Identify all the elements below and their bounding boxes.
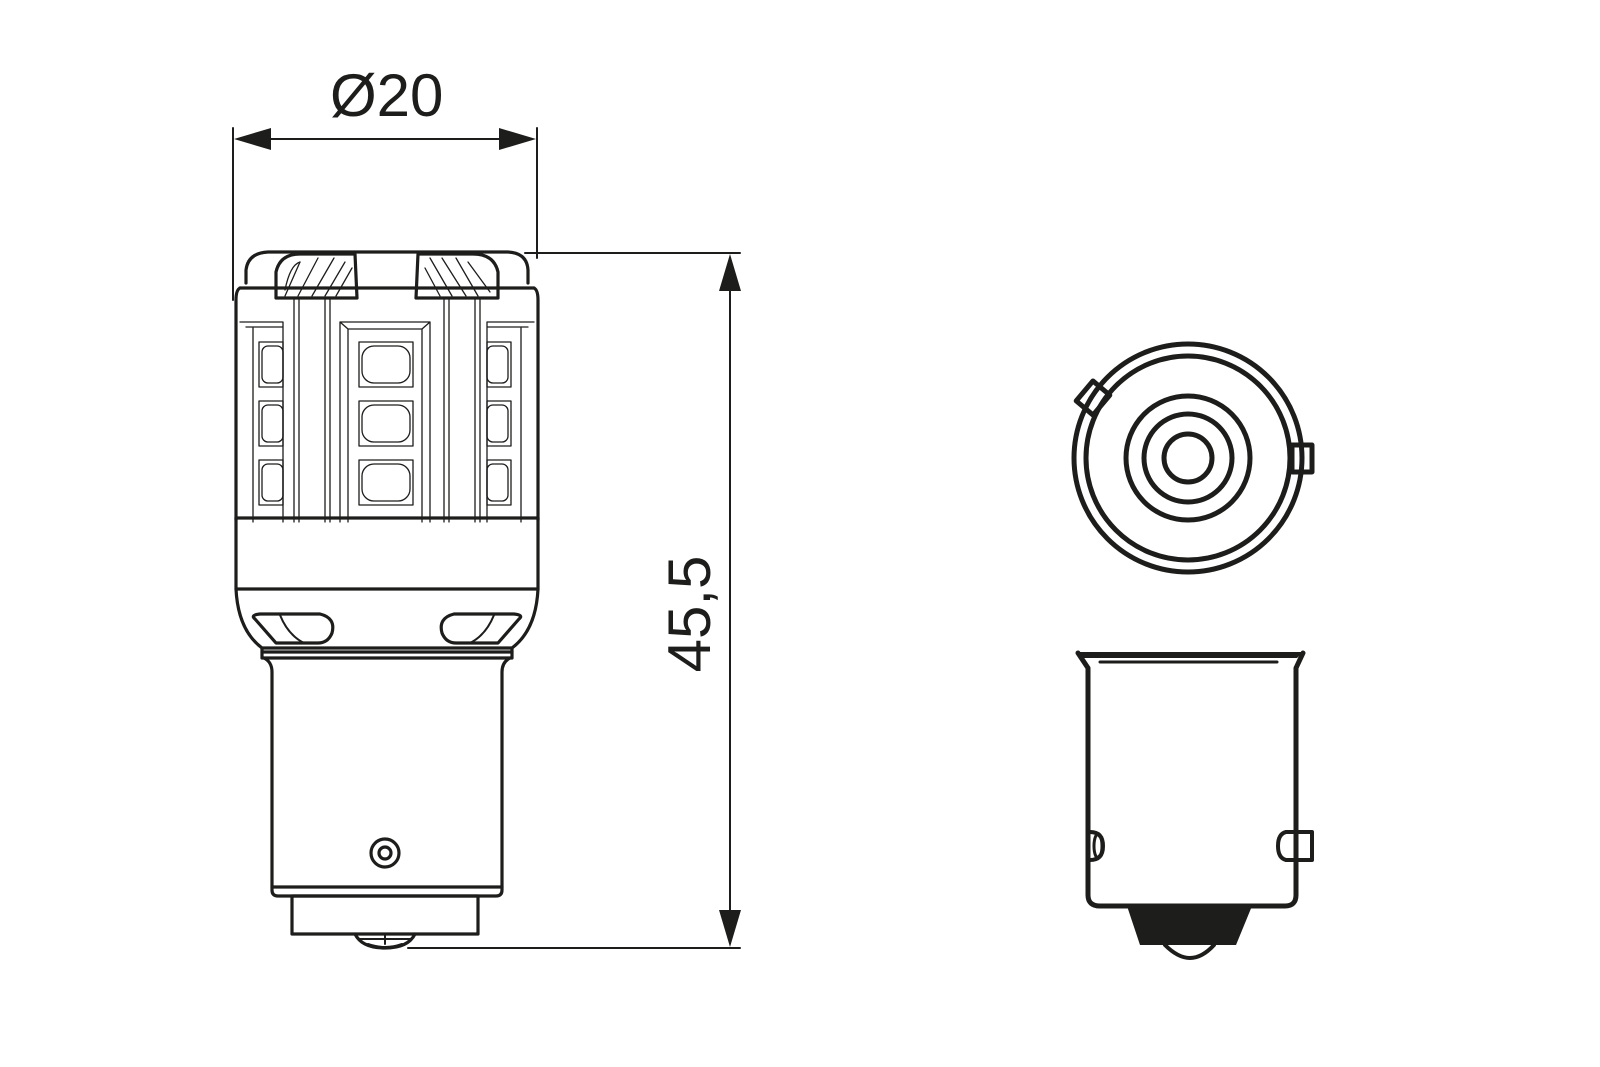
height-label: 45,5	[656, 555, 723, 673]
diameter-label: Ø20	[330, 62, 444, 129]
bulb-bottom-view	[1071, 341, 1315, 575]
width-dimension	[232, 127, 538, 301]
bulb-side-view	[234, 250, 540, 950]
base-side-view	[1075, 650, 1314, 960]
height-dimension	[407, 252, 741, 949]
